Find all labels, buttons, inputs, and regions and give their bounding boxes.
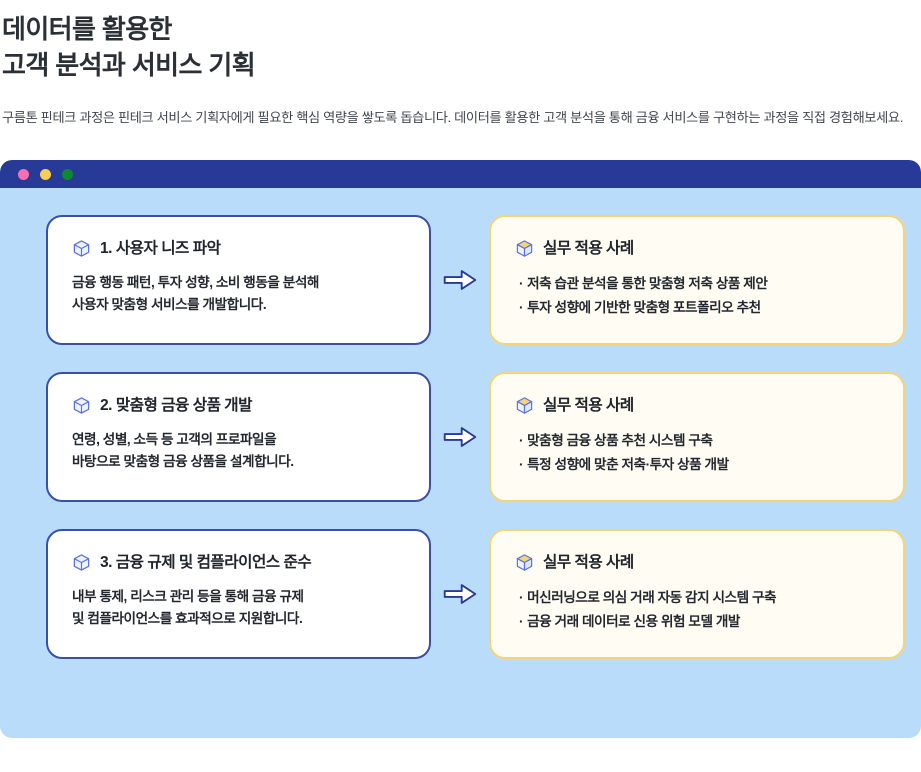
cube-icon: [73, 554, 90, 572]
list-item: ·투자 성향에 기반한 맞춤형 포트폴리오 추천: [519, 296, 879, 320]
case-card[interactable]: 실무 적용 사례 ·저축 습관 분석을 통한 맞춤형 저축 상품 제안 ·투자 …: [489, 215, 905, 346]
step-row: 2. 맞춤형 금융 상품 개발 연령, 성별, 소득 등 고객의 프로파일을 바…: [0, 372, 921, 503]
list-item-label: 특정 성향에 맞춘 저축·투자 상품 개발: [527, 456, 729, 472]
bullet-glyph: ·: [519, 456, 524, 472]
cube-icon-yellow: [516, 397, 533, 415]
arrow-cell: [431, 372, 489, 502]
bullet-glyph: ·: [519, 275, 524, 291]
case-card-title: 실무 적용 사례: [543, 554, 634, 572]
minimize-dot[interactable]: [40, 168, 51, 180]
list-item-label: 투자 성향에 기반한 맞춤형 포트폴리오 추천: [527, 299, 761, 315]
case-card-title: 실무 적용 사례: [543, 397, 634, 415]
page-header: 데이터를 활용한 고객 분석과 서비스 기획 구름톤 핀테크 과정은 핀테크 서…: [0, 0, 921, 130]
step-card-body-line-1: 내부 통제, 리스크 관리 등을 통해 금융 규제: [72, 588, 304, 604]
list-item: ·머신러닝으로 의심 거래 자동 감지 시스템 구축: [519, 586, 879, 610]
arrow-right-icon: [443, 584, 477, 605]
case-card-bullet-list: ·저축 습관 분석을 통한 맞춤형 저축 상품 제안 ·투자 성향에 기반한 맞…: [515, 272, 879, 320]
case-card-header: 실무 적용 사례: [515, 553, 879, 572]
cube-icon-yellow: [516, 240, 533, 258]
step-row: 3. 금융 규제 및 컴플라이언스 준수 내부 통제, 리스크 관리 등을 통해…: [0, 529, 921, 660]
list-item-label: 맞춤형 금융 상품 추천 시스템 구축: [527, 432, 713, 448]
case-card-bullet-list: ·머신러닝으로 의심 거래 자동 감지 시스템 구축 ·금융 거래 데이터로 신…: [515, 586, 879, 634]
page-title-line-2: 고객 분석과 서비스 기획: [2, 49, 256, 80]
bullet-glyph: ·: [519, 432, 524, 448]
list-item-label: 금융 거래 데이터로 신용 위험 모델 개발: [527, 613, 740, 629]
arrow-cell: [431, 529, 489, 659]
window-titlebar: [0, 160, 921, 189]
case-card-header: 실무 적용 사례: [515, 239, 879, 258]
step-card-body: 금융 행동 패턴, 투자 성향, 소비 행동을 분석해 사용자 맞춤형 서비스를…: [72, 272, 405, 316]
page-title-line-1: 데이터를 활용한: [2, 14, 172, 44]
arrow-right-icon: [443, 270, 477, 291]
step-card-title: 2. 맞춤형 금융 상품 개발: [100, 397, 252, 415]
cube-icon-yellow: [516, 554, 533, 572]
page-description-line-1: 구름톤 핀테크 과정은 핀테크 서비스 기획자에게 필요한 핵심 역량을 쌓도록…: [2, 109, 761, 125]
list-item-label: 저축 습관 분석을 통한 맞춤형 저축 상품 제안: [527, 275, 768, 291]
step-card-body-line-2: 및 컴플라이언스를 효과적으로 지원합니다.: [72, 610, 303, 626]
list-item-label: 머신러닝으로 의심 거래 자동 감지 시스템 구축: [527, 589, 777, 605]
list-item: ·특정 성향에 맞춘 저축·투자 상품 개발: [519, 453, 879, 477]
step-card[interactable]: 3. 금융 규제 및 컴플라이언스 준수 내부 통제, 리스크 관리 등을 통해…: [46, 529, 431, 660]
step-card-body-line-1: 금융 행동 패턴, 투자 성향, 소비 행동을 분석해: [72, 274, 319, 290]
list-item: ·금융 거래 데이터로 신용 위험 모델 개발: [519, 610, 879, 634]
browser-window-mockup: 1. 사용자 니즈 파악 금융 행동 패턴, 투자 성향, 소비 행동을 분석해…: [0, 160, 921, 739]
step-card-header: 2. 맞춤형 금융 상품 개발: [72, 396, 405, 415]
step-card-body-line-2: 바탕으로 맞춤형 금융 상품을 설계합니다.: [72, 453, 294, 469]
bullet-glyph: ·: [519, 589, 524, 605]
step-card-header: 1. 사용자 니즈 파악: [72, 239, 405, 258]
cube-icon: [73, 397, 90, 415]
step-card-body: 연령, 성별, 소득 등 고객의 프로파일을 바탕으로 맞춤형 금융 상품을 설…: [72, 429, 405, 473]
case-card[interactable]: 실무 적용 사례 ·머신러닝으로 의심 거래 자동 감지 시스템 구축 ·금융 …: [489, 529, 905, 660]
cube-icon: [73, 240, 90, 258]
maximize-dot[interactable]: [62, 168, 73, 180]
list-item: ·저축 습관 분석을 통한 맞춤형 저축 상품 제안: [519, 272, 879, 296]
step-rows: 1. 사용자 니즈 파악 금융 행동 패턴, 투자 성향, 소비 행동을 분석해…: [0, 188, 921, 677]
page-description-line-2: 과정을 직접 경험해보세요.: [763, 109, 904, 125]
case-card-bullet-list: ·맞춤형 금융 상품 추천 시스템 구축 ·특정 성향에 맞춘 저축·투자 상품…: [515, 429, 879, 477]
case-card-title: 실무 적용 사례: [543, 240, 634, 258]
list-item: ·맞춤형 금융 상품 추천 시스템 구축: [519, 429, 879, 453]
step-card-body: 내부 통제, 리스크 관리 등을 통해 금융 규제 및 컴플라이언스를 효과적으…: [72, 586, 405, 630]
page-description: 구름톤 핀테크 과정은 핀테크 서비스 기획자에게 필요한 핵심 역량을 쌓도록…: [2, 106, 914, 130]
bullet-glyph: ·: [519, 613, 524, 629]
step-card[interactable]: 2. 맞춤형 금융 상품 개발 연령, 성별, 소득 등 고객의 프로파일을 바…: [46, 372, 431, 503]
bullet-glyph: ·: [519, 299, 524, 315]
step-card-title: 3. 금융 규제 및 컴플라이언스 준수: [100, 554, 312, 572]
step-card-header: 3. 금융 규제 및 컴플라이언스 준수: [72, 553, 405, 572]
arrow-cell: [431, 215, 489, 345]
step-row: 1. 사용자 니즈 파악 금융 행동 패턴, 투자 성향, 소비 행동을 분석해…: [0, 215, 921, 346]
case-card-header: 실무 적용 사례: [515, 396, 879, 415]
arrow-right-icon: [443, 427, 477, 448]
step-card-body-line-1: 연령, 성별, 소득 등 고객의 프로파일을: [72, 431, 277, 447]
step-card[interactable]: 1. 사용자 니즈 파악 금융 행동 패턴, 투자 성향, 소비 행동을 분석해…: [46, 215, 431, 346]
close-dot[interactable]: [18, 168, 29, 180]
page-title: 데이터를 활용한 고객 분석과 서비스 기획: [2, 12, 921, 84]
step-card-title: 1. 사용자 니즈 파악: [100, 240, 221, 258]
case-card[interactable]: 실무 적용 사례 ·맞춤형 금융 상품 추천 시스템 구축 ·특정 성향에 맞춘…: [489, 372, 905, 503]
step-card-body-line-2: 사용자 맞춤형 서비스를 개발합니다.: [72, 296, 267, 312]
